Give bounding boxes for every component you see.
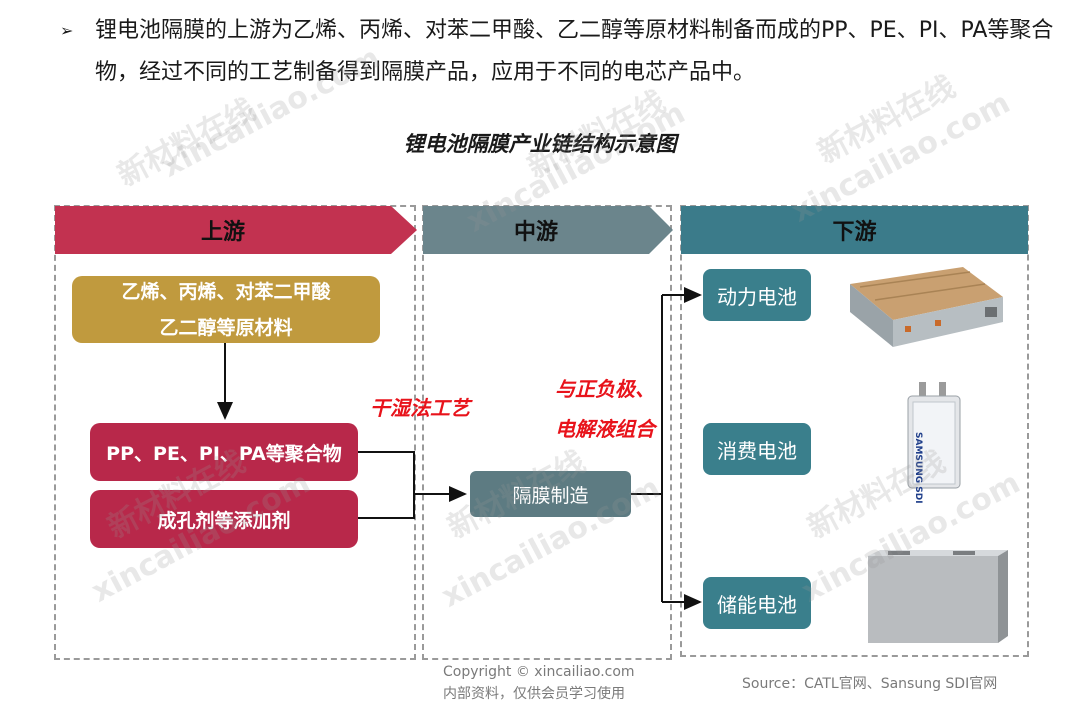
additive-label: 成孔剂等添加剂 xyxy=(157,509,291,532)
additive-box: 成孔剂等添加剂 xyxy=(90,490,358,548)
footer-source: Source：CATL官网、Sansung SDI官网 xyxy=(742,676,998,692)
dry-wet-process-label: 干湿法工艺 xyxy=(370,396,470,420)
bullet-arrow-icon: ➢ xyxy=(60,21,74,40)
storage-battery-box: 储能电池 xyxy=(703,577,811,629)
polymer-box: PP、PE、PI、PA等聚合物 xyxy=(90,423,358,481)
power-battery-box: 动力电池 xyxy=(703,269,811,321)
midstream-header: 中游 xyxy=(513,220,558,245)
consumer-battery-label: 消费电池 xyxy=(717,438,797,463)
separator-manufacturing-box: 隔膜制造 xyxy=(470,471,631,517)
upstream-header: 上游 xyxy=(200,220,245,245)
polymer-label: PP、PE、PI、PA等聚合物 xyxy=(106,442,342,465)
consumer-battery-box: 消费电池 xyxy=(703,423,811,475)
upstream-header-shape xyxy=(55,206,417,254)
diagram-title: 锂电池隔膜产业链结构示意图 xyxy=(403,132,677,156)
storage-battery-label: 储能电池 xyxy=(717,592,797,617)
footer-copyright: Copyright © xincailiao.com xyxy=(443,664,635,680)
footer-internal-note: 内部资料，仅供会员学习使用 xyxy=(443,686,625,702)
raw-materials-line2: 乙二醇等原材料 xyxy=(159,316,293,339)
consumer-battery-cell-image: SAMSUNG SDI xyxy=(905,382,963,504)
power-battery-pack-image xyxy=(850,267,1003,347)
raw-materials-box: 乙烯、丙烯、对苯二甲酸 乙二醇等原材料 xyxy=(72,276,380,343)
raw-materials-line1: 乙烯、丙烯、对苯二甲酸 xyxy=(121,280,331,303)
power-battery-label: 动力电池 xyxy=(717,284,797,309)
combine-process-line1: 与正负极、 xyxy=(555,377,655,401)
pouch-cell-icon xyxy=(907,382,961,489)
midstream-header-shape xyxy=(423,206,673,254)
intro-text: 锂电池隔膜的上游为乙烯、丙烯、对苯二甲酸、乙二醇等原材料制备而成的PP、PE、P… xyxy=(95,18,1054,85)
combine-process-line2: 电解液组合 xyxy=(555,417,655,441)
downstream-header: 下游 xyxy=(681,206,1028,254)
storage-battery-image xyxy=(868,550,1008,643)
separator-manufacturing-label: 隔膜制造 xyxy=(512,484,589,507)
